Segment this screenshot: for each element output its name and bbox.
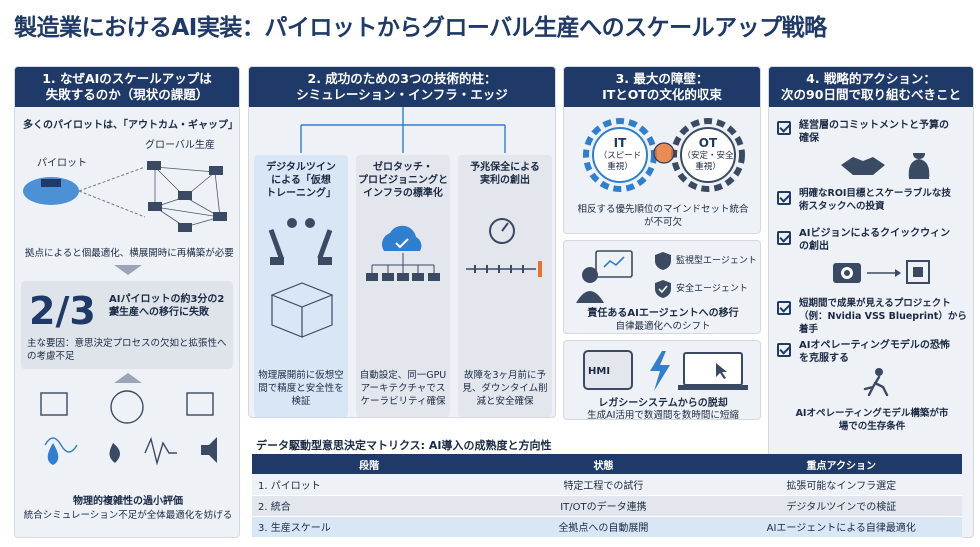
safety-agent-icon (655, 280, 671, 298)
checkbox-icon (777, 191, 791, 205)
local-opt-text: 拠点によると個最適化、横展開時に再構築が必要 (25, 248, 234, 259)
legacy-panel: HMI レガシーシステムからの脱却 生成AI活用で数週間を数時間に短縮 (563, 340, 761, 421)
pillars-header: 2. 成功のための3つの技術的柱： シミュレーション・インフラ・エッジ (249, 67, 555, 107)
action-item: 経営層のコミットメントと予算の (799, 120, 949, 131)
table-row: 1. パイロット 特定工程での試行 拡張可能なインフラ選定 (252, 474, 962, 496)
hmi-label: HMI (588, 366, 611, 377)
user-monitor-icon (576, 250, 633, 303)
arrow-down-icon (114, 265, 142, 275)
page-title: 製造業におけるAI実装：パイロットからグローバル生産へのスケールアップ戦略 (14, 15, 827, 41)
barrier-header: 3. 最大の障壁： ITとOTの文化的収束 (564, 67, 760, 107)
table-row: 2. 統合 IT/OTのデータ連携 デジタルツインでの検証 (252, 495, 962, 517)
gears-icon (583, 118, 745, 192)
stat-box: 2/3 AIパイロットの約3分の2が 実生産への移行に失敗 主な要因：意思決定プ… (21, 281, 233, 369)
actions-header: 4. 戦略的アクション： 次の90日間で取り組むべきこと (769, 67, 973, 107)
robot-arm-icon (268, 218, 334, 338)
barrier-column: 3. 最大の障壁： ITとOTの文化的収束 IT （スピード 重視） OT （安… (563, 66, 761, 421)
global-label: グローバル生産 (145, 140, 215, 151)
pillar-predictive-maintenance: 予兆保全による 実利の創出 故障を3ヶ月前に予 見、ダウンタイム削 減と安全確保 (458, 155, 552, 417)
pillar-zero-touch: ゼロタッチ・ プロビジョニングと インフラの標準化 自動設定、同一GPU アーキ… (356, 155, 450, 417)
pilot-label: パイロット (37, 158, 87, 169)
checkbox-icon (777, 121, 791, 135)
network-illustration (23, 161, 227, 232)
stat-number: 2/3 (29, 289, 96, 333)
col-header-state: 状態 (486, 454, 721, 474)
pillar-digital-twin: デジタルツイン による「仮想 トレーニング」 物理展開前に仮想空 間で精度と安全… (254, 155, 348, 417)
col-header-stage: 段階 (252, 454, 487, 474)
bottom-title: 物理的複雑性の過小評価 (73, 496, 183, 507)
it-label: IT (613, 136, 627, 150)
table-row: 3. 生産スケール 全拠点への自動展開 AIエージェントによる自律最適化 (252, 516, 962, 538)
col-header-action: 重点アクション (720, 454, 962, 474)
actions-bottom: AIオペレーティングモデル構築が市 (795, 408, 949, 419)
handshake-money-icon (841, 153, 930, 179)
checkbox-icon (777, 343, 791, 357)
outcome-gap-label: 多くのパイロットは、「アウトカム・ギャップ」 (23, 120, 238, 131)
gauge-timeline-icon (466, 218, 542, 277)
checkbox-icon (777, 301, 791, 315)
action-item: 短期間で成果が見えるプロジェクト (799, 298, 951, 309)
camera-chip-icon (833, 260, 930, 284)
hmi-laptop-icon (583, 350, 748, 391)
matrix-title: データ駆動型意思決定マトリクス: AI導入の成熟度と方向性 (256, 439, 552, 452)
pillars-column: 2. 成功のための3つの技術的柱： シミュレーション・インフラ・エッジ デジタル… (248, 66, 556, 418)
physics-icons (40, 390, 217, 466)
ot-label: OT (698, 136, 718, 150)
monitor-agent-icon (655, 252, 671, 270)
action-item: AIビジョンによるクイックウィン (799, 228, 951, 239)
challenges-column: 1. なぜAIのスケールアップは 失敗するのか（現状の課題） 多くのパイロットは… (14, 66, 240, 538)
maturity-matrix: 段階 状態 重点アクション 1. パイロット 特定工程での試行 拡張可能なインフ… (252, 454, 962, 538)
pillar-connectors (300, 107, 506, 153)
it-ot-panel: 3. 最大の障壁： ITとOTの文化的収束 IT （スピード 重視） OT （安… (563, 66, 761, 234)
ai-agent-panel: 監視型エージェント 安全エージェント 責任あるAIエージェントへの移行 自律最適… (563, 240, 761, 334)
action-item: 明確なROI目標とスケーラブルな技 (799, 188, 951, 199)
running-person-icon (863, 368, 889, 397)
action-item: AIオペレーティングモデルの恐怖 (799, 340, 950, 351)
cloud-network-icon (366, 225, 440, 281)
checkbox-icon (777, 231, 791, 245)
arrow-up-icon (114, 373, 142, 383)
challenges-header: 1. なぜAIのスケールアップは 失敗するのか（現状の課題） (15, 67, 239, 107)
bottom-subtitle: 統合シミュレーション不足が全体最適化を妨げる (23, 510, 233, 521)
